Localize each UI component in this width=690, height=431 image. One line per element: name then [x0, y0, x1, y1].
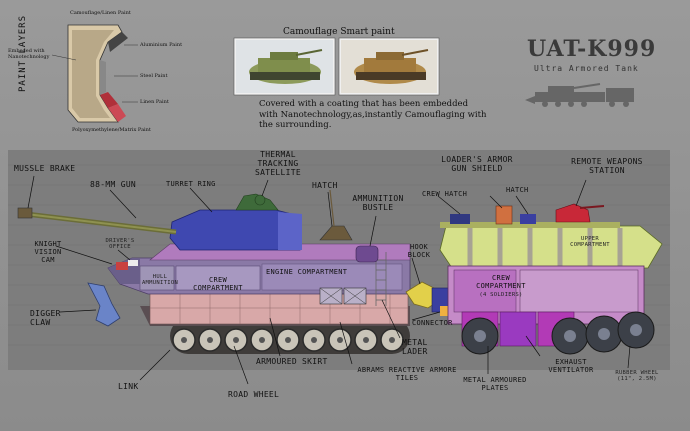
- label-thermal-satellite: Thermal tracking satellite: [254, 150, 302, 178]
- label-metal-plates: Metal armoured plates: [463, 376, 527, 393]
- label-hull-ammunition: Hull ammunition: [141, 274, 179, 287]
- rubber-wheel-title: Rubber wheel: [615, 370, 659, 376]
- page-subtitle: Ultra Armored Tank: [534, 64, 639, 73]
- label-hook-block: Hook block: [407, 243, 431, 260]
- label-exhaust-ventilator: Exhaust ventilator: [548, 358, 594, 375]
- label-driver-office: Driver's office: [105, 238, 135, 251]
- label-hatch-main: Hatch: [312, 181, 338, 190]
- layer-label-camouflage: Camouflage/Linen Paint: [70, 10, 131, 16]
- label-armoured-skirt: Armoured skirt: [256, 357, 328, 366]
- layer-label-aluminium: Aluminium Paint: [140, 42, 183, 48]
- label-upper-compartment: Upper compartment: [570, 236, 610, 249]
- label-turret-ring: Turret ring: [166, 180, 216, 188]
- paint-layers-diagram: [51, 24, 138, 123]
- layer-label-base: Polyoxymethylene/Matrix Paint: [72, 127, 151, 133]
- camouflage-photo-2: [338, 37, 440, 96]
- label-crew-compartment: Crew compartment: [193, 276, 243, 293]
- layer-label-steel: Steel Paint: [140, 73, 168, 79]
- label-ammunition-bustle: Ammunition bustle: [352, 194, 404, 213]
- label-crew-hatch: Crew hatch: [422, 190, 468, 198]
- label-muzzle-brake: Mussle brake: [14, 164, 76, 173]
- camouflage-caption: Covered with a coating that has been emb…: [259, 99, 487, 131]
- main-tank: [17, 189, 460, 354]
- label-knight-vision: Knight vision cam: [34, 240, 62, 265]
- label-connector: Connector: [412, 319, 453, 327]
- digger-claw-shape: [87, 282, 121, 327]
- label-engine-compartment: Engine compartment: [266, 268, 348, 276]
- label-rubber-wheel: Rubber wheel(11", 2.5m): [610, 370, 664, 383]
- camouflage-photo-1: [233, 37, 336, 96]
- label-remote-weapons: Remote weapons station: [571, 157, 643, 176]
- title-tank-silhouette: [525, 83, 634, 107]
- crew-rear-title: Crew compartment: [476, 274, 526, 291]
- label-hatch-rear: Hatch: [506, 186, 529, 194]
- label-digger-claw: Digger claw: [30, 309, 61, 328]
- upper-compartment-shape: [439, 225, 663, 269]
- label-metal-lader: Metal lader: [402, 338, 428, 357]
- label-road-wheel: Road wheel: [228, 390, 280, 399]
- leader-lines: [27, 175, 631, 385]
- layer-label-linen: Linen Paint: [140, 99, 169, 105]
- page-title: UAT-K999: [527, 36, 657, 62]
- label-link: Link: [118, 382, 139, 391]
- layer-label-nanotech: Embeded with Nanotechnology: [8, 48, 50, 60]
- crew-rear-subtitle: (4 soldiers): [479, 292, 523, 299]
- label-abrams-tiles: Abrams reactive armore tiles: [357, 366, 457, 383]
- label-loader-gun-shield: Loader's Armor Gun Shield: [441, 155, 513, 174]
- rear-vehicle: [439, 203, 663, 355]
- thermal-satellite-shape: [235, 193, 279, 211]
- camouflage-header: Camouflage Smart paint: [283, 27, 395, 37]
- label-crew-compartment-rear: Crew compartment(4 soldiers): [466, 274, 536, 298]
- label-gun: 88-mm gun: [90, 180, 137, 189]
- rubber-wheel-size: (11", 2.5m): [617, 376, 657, 383]
